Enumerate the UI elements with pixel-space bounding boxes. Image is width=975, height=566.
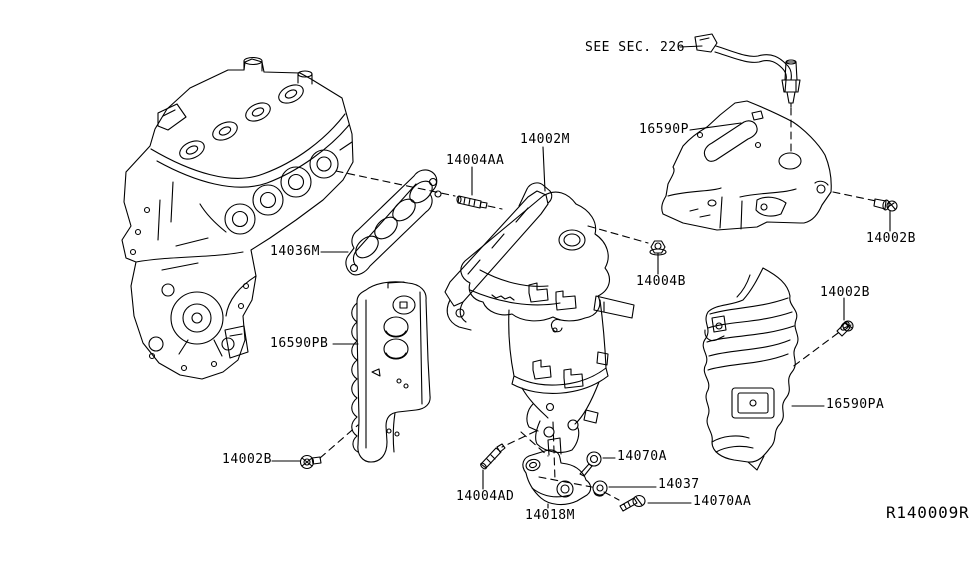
diagram-reference-code: R140009R xyxy=(886,503,970,522)
label-14004AD: 14004AD xyxy=(456,489,515,504)
label-leader-lines xyxy=(272,46,890,508)
label-14002M: 14002M xyxy=(520,132,570,147)
label-14002B-bottom-left: 14002B xyxy=(222,452,272,467)
note-see-sec-226: SEE SEC. 226 xyxy=(585,40,685,55)
bracket-14018M-drawing xyxy=(523,438,591,505)
manifold-catalyst-14002M-drawing xyxy=(445,183,634,453)
label-16590P: 16590P xyxy=(639,122,689,137)
heat-shield-16590PA-drawing xyxy=(703,268,798,470)
label-16590PA: 16590PA xyxy=(826,397,885,412)
label-14004AA: 14004AA xyxy=(446,153,505,168)
bolt-14002B-top-right-drawing xyxy=(874,199,897,211)
label-14036M: 14036M xyxy=(270,244,320,259)
alignment-dashed-lines xyxy=(320,108,876,500)
gasket-14036M-drawing xyxy=(346,170,441,275)
label-14018M: 14018M xyxy=(525,508,575,523)
bolt-14002B-bottom-left-drawing xyxy=(301,456,322,469)
label-14004B: 14004B xyxy=(636,274,686,289)
label-14070A: 14070A xyxy=(617,449,667,464)
heat-shield-16590PB-drawing xyxy=(352,282,430,462)
stud-14004AD-drawing xyxy=(480,444,505,470)
bolt-14070A-drawing xyxy=(580,452,601,476)
screw-14070AA-drawing xyxy=(620,496,645,512)
label-14037: 14037 xyxy=(658,477,700,492)
label-14002B-top-right: 14002B xyxy=(866,231,916,246)
bolt-14002B-mid-right-drawing xyxy=(837,320,853,336)
label-16590PB: 16590PB xyxy=(270,336,329,351)
label-14070AA: 14070AA xyxy=(693,494,752,509)
stud-14004AA-drawing xyxy=(457,196,487,208)
heat-shield-16590P-drawing xyxy=(662,101,831,230)
nut-14037-drawing xyxy=(593,481,607,496)
oxygen-sensor-drawing xyxy=(695,34,800,107)
engine-assembly-drawing xyxy=(122,58,353,380)
label-14002B-mid-right: 14002B xyxy=(820,285,870,300)
